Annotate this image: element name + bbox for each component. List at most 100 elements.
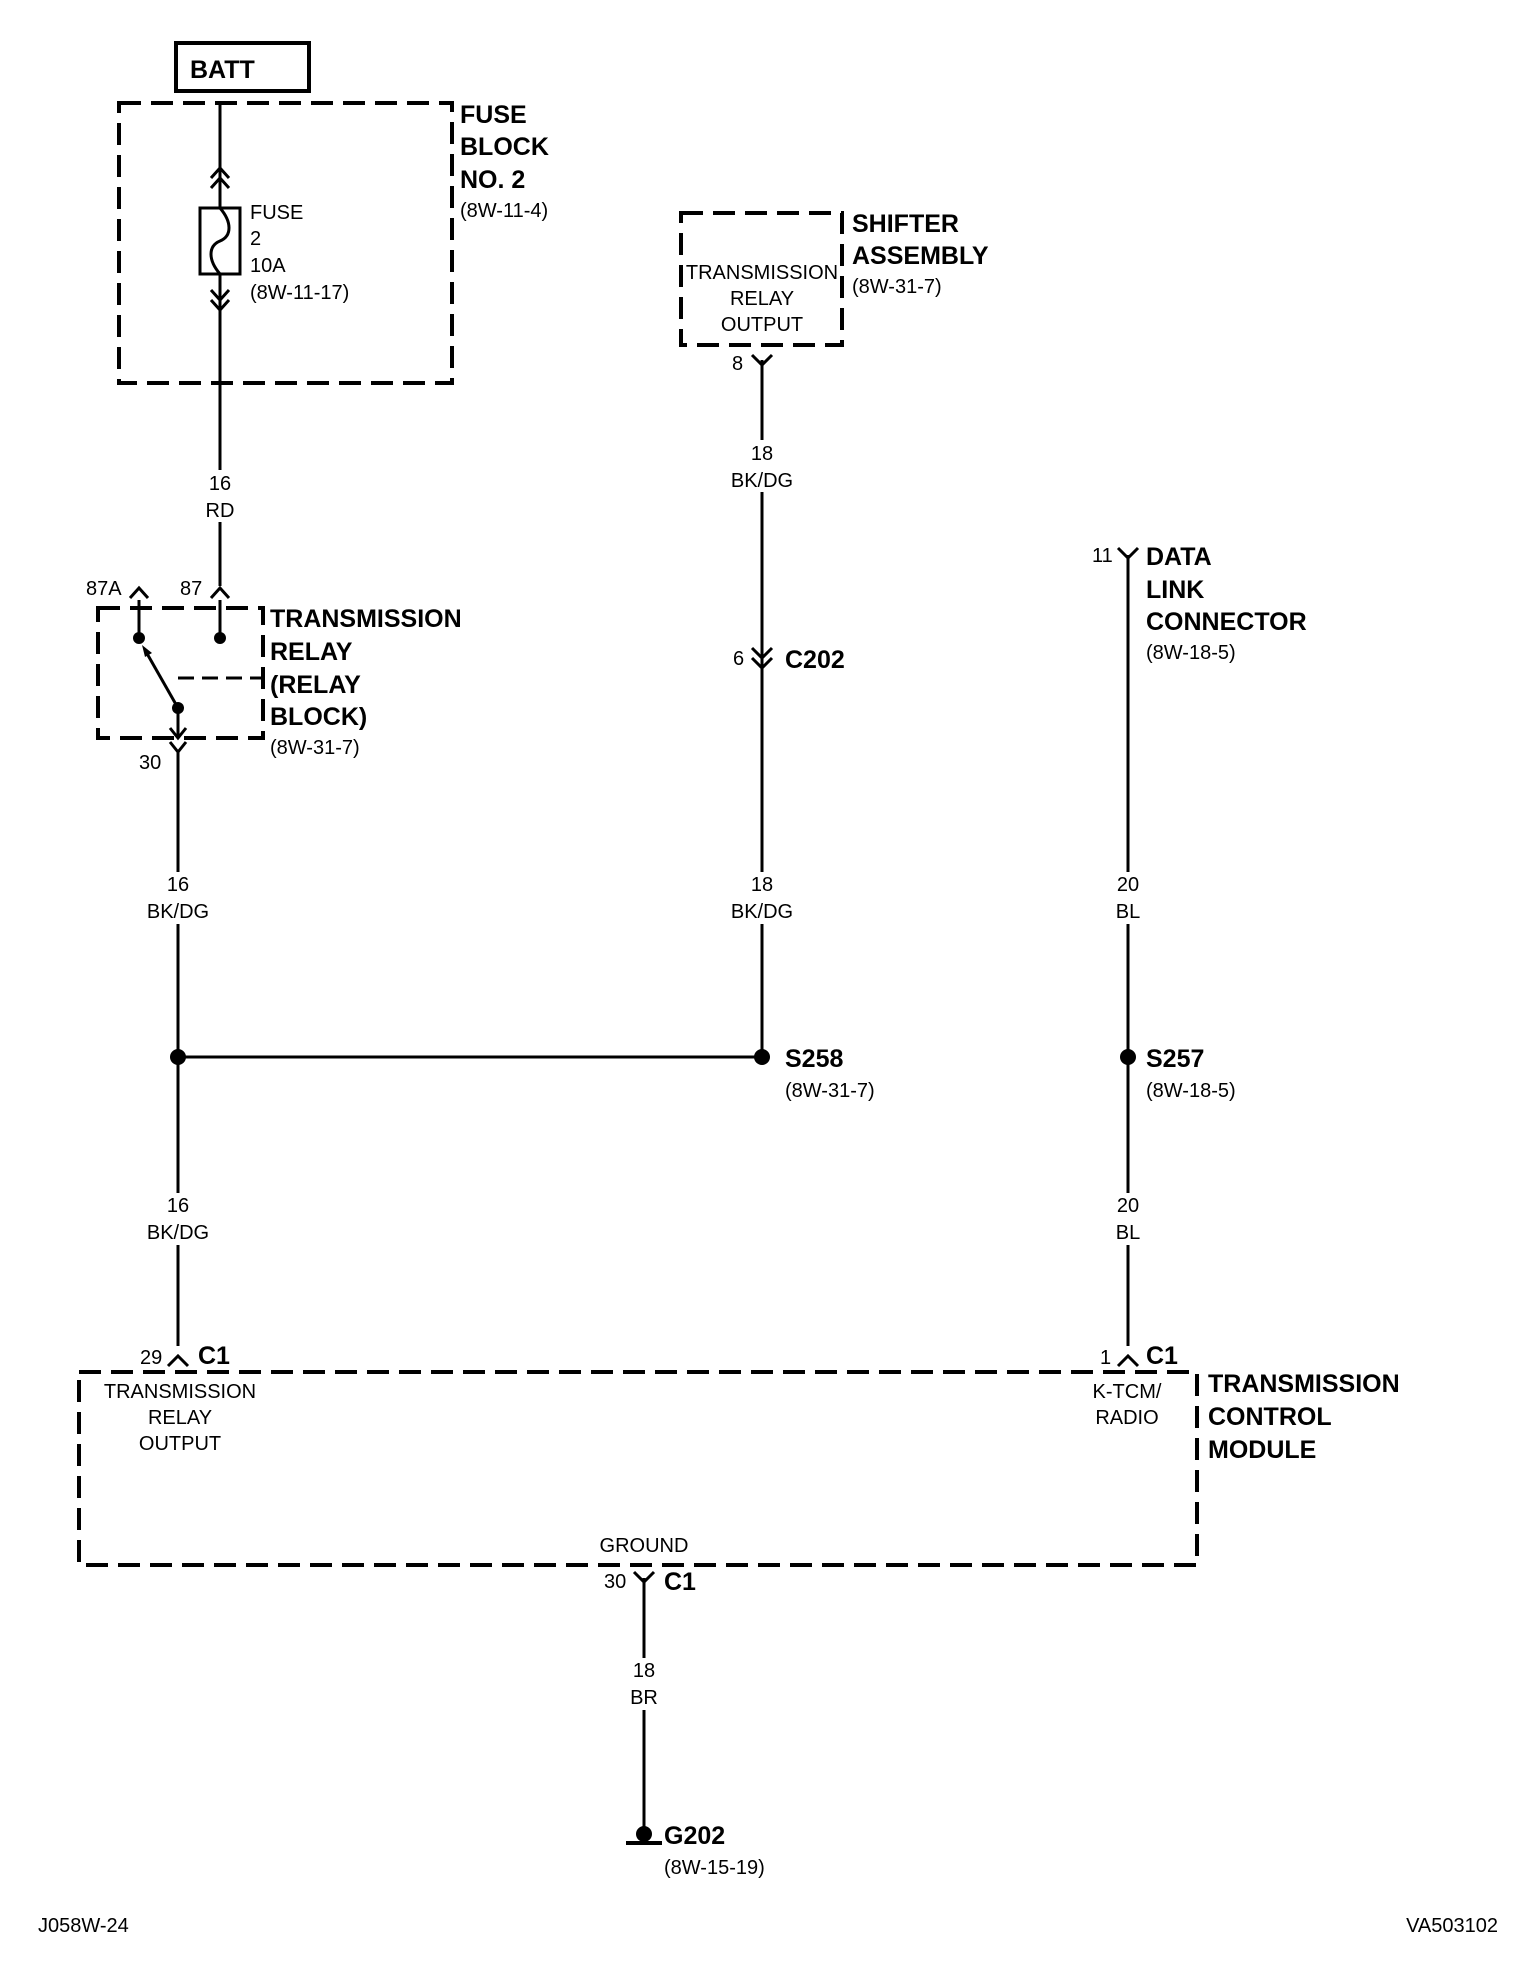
wire-18-bkdg-mid-label-bg bbox=[728, 872, 796, 924]
wire-18-bkdg-top-gauge: 18 bbox=[751, 443, 773, 465]
wire-16-bkdg-top-label-bg bbox=[144, 872, 212, 924]
wire-16-rd-color: RD bbox=[206, 500, 235, 522]
relay-title-3: (RELAY bbox=[270, 671, 361, 699]
relay-30-connector-icon bbox=[168, 741, 188, 755]
wire-20-bl-top-gauge: 20 bbox=[1117, 874, 1139, 896]
wire-16-bkdg-top-color: BK/DG bbox=[147, 901, 209, 923]
relay-87a-connector-icon bbox=[128, 585, 150, 600]
tcm-pin1-connector-icon bbox=[1116, 1353, 1140, 1368]
dlc-title-3: CONNECTOR bbox=[1146, 608, 1307, 636]
c202-pin: 6 bbox=[733, 648, 744, 670]
fuse-label-2: 2 bbox=[250, 228, 261, 250]
relay-pin-87a: 87A bbox=[86, 578, 122, 600]
tcm-pin-30: 30 bbox=[604, 1571, 626, 1593]
tcm-pin-29: 29 bbox=[140, 1347, 162, 1369]
fuse-label-1: FUSE bbox=[250, 202, 303, 224]
tcm-title-1: TRANSMISSION bbox=[1208, 1370, 1400, 1398]
dlc-title-1: DATA bbox=[1146, 543, 1212, 571]
fuse-block-title-2: BLOCK bbox=[460, 133, 549, 161]
shifter-title-1: SHIFTER bbox=[852, 210, 959, 238]
shifter-box-line-1: TRANSMISSION bbox=[686, 262, 838, 284]
tcm-input-line-3: OUTPUT bbox=[139, 1433, 221, 1455]
s257-ref: (8W-18-5) bbox=[1146, 1080, 1236, 1102]
wire-18-br-color: BR bbox=[630, 1687, 658, 1709]
wire-16-bkdg-top-gauge: 16 bbox=[167, 874, 189, 896]
fuse-block-ref: (8W-11-4) bbox=[460, 200, 548, 222]
wire-18-br-gauge: 18 bbox=[633, 1660, 655, 1682]
wire-20-bl-top-color: BL bbox=[1116, 901, 1140, 923]
relay-title-2: RELAY bbox=[270, 638, 353, 666]
batt-box bbox=[174, 41, 311, 93]
relay-30-arrow-icon bbox=[168, 727, 188, 741]
s258-dot bbox=[754, 1049, 770, 1065]
tcm-c1-c: C1 bbox=[664, 1568, 696, 1596]
wire-16-bkdg-bot-gauge: 16 bbox=[167, 1195, 189, 1217]
s257-dot bbox=[1120, 1049, 1136, 1065]
wire-16-bkdg-bot-color: BK/DG bbox=[147, 1222, 209, 1244]
relay-pin-30: 30 bbox=[139, 752, 161, 774]
tcm-title-3: MODULE bbox=[1208, 1436, 1316, 1464]
footer-right-code: VA503102 bbox=[1406, 1915, 1498, 1937]
batt-label: BATT bbox=[190, 56, 255, 84]
s257-label: S257 bbox=[1146, 1045, 1204, 1073]
fuse-block-title-3: NO. 2 bbox=[460, 166, 525, 194]
tcm-pin-1: 1 bbox=[1100, 1347, 1111, 1369]
relay-87-connector-icon bbox=[209, 585, 231, 600]
tcm-c1-b: C1 bbox=[1146, 1342, 1178, 1370]
tcm-ktcm-line-1: K-TCM/ bbox=[1093, 1381, 1162, 1403]
c202-connector-icon-2 bbox=[750, 656, 774, 671]
wire-18-bkdg-top-color: BK/DG bbox=[731, 470, 793, 492]
fuse-ref: (8W-11-17) bbox=[250, 282, 349, 304]
fuse-element-icon bbox=[209, 207, 231, 275]
wire-16-bkdg-bot-label-bg bbox=[144, 1193, 212, 1245]
fuse-in-connector-icon bbox=[209, 165, 231, 180]
s258-ref: (8W-31-7) bbox=[785, 1080, 875, 1102]
tcm-box bbox=[77, 1370, 1199, 1567]
g202-label: G202 bbox=[664, 1822, 725, 1850]
wire-16-rd-label-bg bbox=[200, 470, 240, 522]
relay-pin-87: 87 bbox=[180, 578, 202, 600]
wire-18-br-label-bg bbox=[616, 1658, 672, 1710]
g202-ref: (8W-15-19) bbox=[664, 1857, 765, 1879]
wire-16-rd-gauge: 16 bbox=[209, 473, 231, 495]
tcm-input-line-1: TRANSMISSION bbox=[104, 1381, 256, 1403]
wire-20-bl-top-label-bg bbox=[1100, 872, 1156, 924]
wire-18-bkdg-mid-color: BK/DG bbox=[731, 901, 793, 923]
relay-armature-arrow-icon bbox=[142, 645, 152, 657]
dlc-pin: 11 bbox=[1092, 545, 1113, 567]
relay-87a-contact bbox=[133, 632, 145, 644]
relay-title-4: BLOCK) bbox=[270, 703, 367, 731]
tcm-title-2: CONTROL bbox=[1208, 1403, 1332, 1431]
fuse-block-box bbox=[117, 101, 454, 385]
shifter-pin: 8 bbox=[732, 353, 743, 375]
wire-18-bkdg-top-label-bg bbox=[728, 440, 796, 492]
s258-label: S258 bbox=[785, 1045, 843, 1073]
shifter-title-2: ASSEMBLY bbox=[852, 242, 989, 270]
fuse-out-connector-icon bbox=[209, 288, 231, 303]
shifter-box bbox=[679, 211, 844, 347]
wire-20-bl-bot-label-bg bbox=[1100, 1193, 1156, 1245]
relay-ref: (8W-31-7) bbox=[270, 737, 360, 759]
shifter-ref: (8W-31-7) bbox=[852, 276, 942, 298]
tcm-pin29-connector-icon bbox=[166, 1353, 190, 1368]
wire-20-bl-bot-gauge: 20 bbox=[1117, 1195, 1139, 1217]
relay-87-contact bbox=[214, 632, 226, 644]
relay-box bbox=[96, 606, 265, 740]
shifter-box-line-3: OUTPUT bbox=[721, 314, 803, 336]
footer-left-code: J058W-24 bbox=[38, 1915, 129, 1937]
dlc-title-2: LINK bbox=[1146, 576, 1204, 604]
dlc-ref: (8W-18-5) bbox=[1146, 642, 1236, 664]
tcm-input-line-2: RELAY bbox=[148, 1407, 212, 1429]
relay-title-1: TRANSMISSION bbox=[270, 605, 462, 633]
fuse-label-3: 10A bbox=[250, 255, 286, 277]
tcm-ground-label: GROUND bbox=[600, 1535, 689, 1557]
c202-label: C202 bbox=[785, 646, 845, 674]
tcm-c1-a: C1 bbox=[198, 1342, 230, 1370]
tcm-ktcm-line-2: RADIO bbox=[1095, 1407, 1158, 1429]
c202-connector-icon bbox=[750, 646, 774, 661]
fuse-in-connector-icon-2 bbox=[209, 175, 231, 190]
relay-armature bbox=[143, 649, 180, 709]
fuse-block-title-1: FUSE bbox=[460, 101, 527, 129]
shifter-box-line-2: RELAY bbox=[730, 288, 794, 310]
